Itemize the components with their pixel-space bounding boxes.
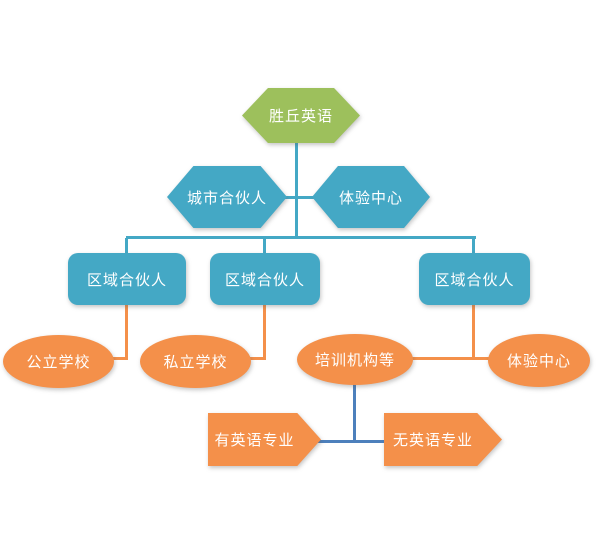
training-institutions-ellipse: 培训机构等 <box>297 334 413 385</box>
public-school-ellipse: 公立学校 <box>3 335 114 388</box>
connector-root-spine <box>295 141 298 238</box>
node-label: 区域合伙人 <box>86 271 167 289</box>
root-hexagon: 胜丘英语 <box>242 88 360 143</box>
node-experience-center-top: 体验中心 <box>312 166 430 228</box>
connector-regional2-private-school-vertical <box>263 304 266 360</box>
connector-level3-bar <box>126 236 476 239</box>
node-regional-partner-2: 区域合伙人 <box>210 253 320 305</box>
experience-center-top-hexagon: 体验中心 <box>312 166 430 228</box>
connector-majors-horizontal <box>318 440 385 443</box>
connector-drop-regional-1 <box>125 238 128 254</box>
node-regional-partner-3: 区域合伙人 <box>419 253 530 305</box>
node-public-school: 公立学校 <box>3 335 114 388</box>
node-with-english-major: 有英语专业 <box>208 413 321 466</box>
node-training-institutions: 培训机构等 <box>297 334 413 385</box>
connector-regional1-public-school-horizontal <box>112 357 128 360</box>
node-private-school: 私立学校 <box>140 335 251 388</box>
connector-drop-regional-3 <box>472 238 475 254</box>
connector-drop-regional-2 <box>263 238 266 254</box>
regional-partner-3-rect: 区域合伙人 <box>419 253 530 305</box>
node-regional-partner-1: 区域合伙人 <box>68 253 186 305</box>
node-label: 胜丘英语 <box>268 108 333 125</box>
regional-partner-2-rect: 区域合伙人 <box>210 253 320 305</box>
node-label: 体验中心 <box>506 353 571 370</box>
node-root: 胜丘英语 <box>242 88 360 143</box>
node-experience-center-bottom: 体验中心 <box>488 334 590 387</box>
node-label: 私立学校 <box>163 354 228 371</box>
node-label: 无英语专业 <box>392 432 473 449</box>
with-english-major-arrow: 有英语专业 <box>208 413 321 466</box>
node-label: 城市合伙人 <box>186 189 267 207</box>
node-label: 体验中心 <box>338 189 403 207</box>
node-label: 区域合伙人 <box>434 271 515 289</box>
regional-partner-1-rect: 区域合伙人 <box>68 253 186 305</box>
connector-regional2-private-school-horizontal <box>248 357 266 360</box>
connector-regional3-horizontal <box>411 357 489 360</box>
without-english-major-arrow: 无英语专业 <box>384 413 502 466</box>
node-label: 有英语专业 <box>214 432 295 449</box>
connector-regional1-public-school-vertical <box>125 304 128 360</box>
connector-level2-horizontal <box>284 196 316 199</box>
connector-regional3-vertical <box>472 304 475 360</box>
node-label: 区域合伙人 <box>224 271 305 289</box>
node-label: 培训机构等 <box>314 352 395 369</box>
node-label: 公立学校 <box>26 354 91 371</box>
experience-center-bottom-ellipse: 体验中心 <box>488 334 590 387</box>
private-school-ellipse: 私立学校 <box>140 335 251 388</box>
node-city-partner: 城市合伙人 <box>167 166 287 228</box>
connector-training-majors-vertical <box>353 383 356 443</box>
city-partner-hexagon: 城市合伙人 <box>167 166 287 228</box>
node-without-english-major: 无英语专业 <box>384 413 502 466</box>
